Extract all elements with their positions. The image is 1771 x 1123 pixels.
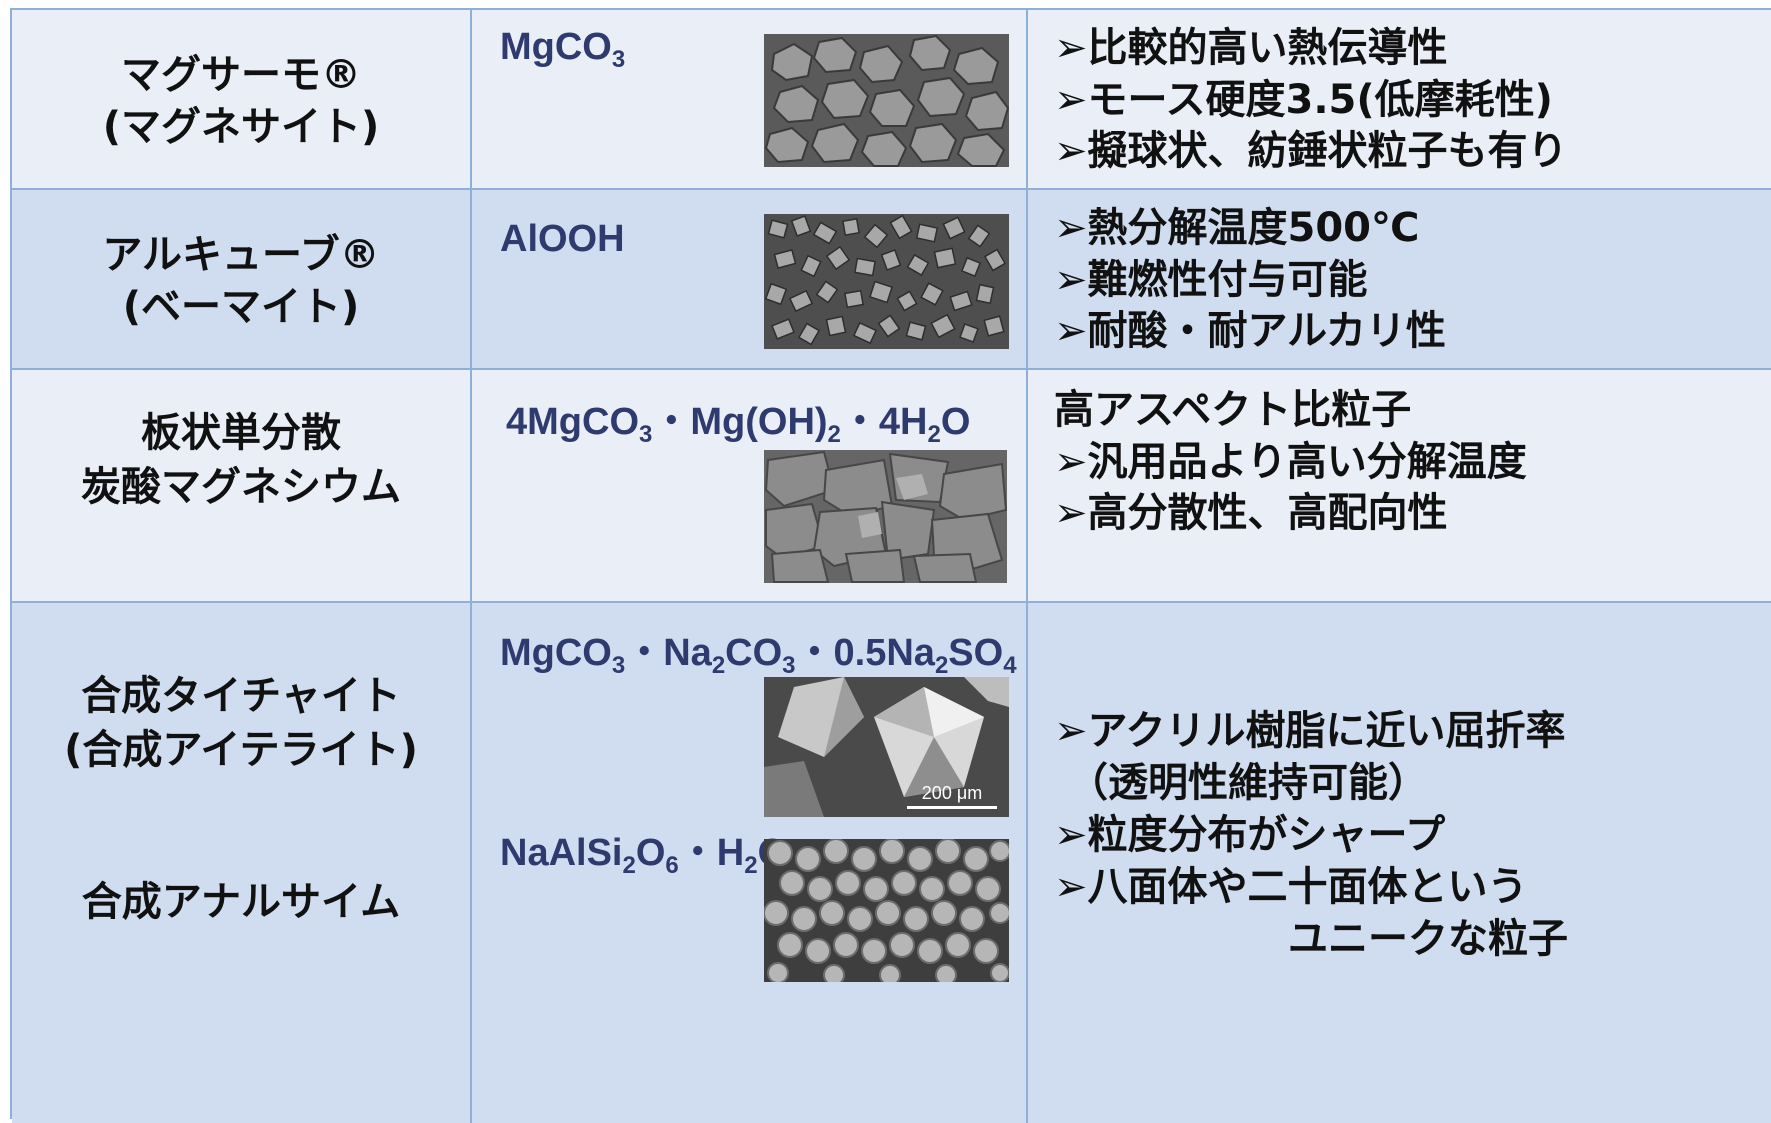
material-name: アルキューブ® [102,232,380,278]
row-magthermo: マグサーモ® (マグネサイト) MgCO3 [12,10,1771,190]
feature-item: ユニークな粒子 [1288,916,1568,962]
material-name: マグサーモ® [121,52,361,98]
material-subname: (ベーマイト) [122,284,360,330]
material-name: 合成アナルサイム [81,879,401,925]
formula-cell: MgCO3・Na2CO3・0.5Na2SO4 200 μm [472,603,1028,1123]
row-synthetic: 合成タイチャイト (合成アイテライト) 合成アナルサイム MgCO3・Na2CO… [12,603,1771,1123]
row-alcube: アルキューブ® (ベーマイト) AlOOH [12,190,1771,370]
formula-cell: MgCO3 [472,10,1028,188]
materials-table: マグサーモ® (マグネサイト) MgCO3 [10,8,1771,1123]
formula-cell: AlOOH [472,190,1028,368]
sem-image-analcime [764,839,1009,982]
name-cell: 板状単分散 炭酸マグネシウム [12,370,472,601]
feature-item: ➢比較的高い熱伝導性 [1054,25,1448,71]
material-name: 合成タイチャイト [81,673,401,719]
chemical-formula: 4MgCO3・Mg(OH)2・4H2O [506,401,971,448]
features-cell: ➢比較的高い熱伝導性 ➢モース硬度3.5(低摩耗性) ➢擬球状、紡錘状粒子も有り [1028,10,1771,188]
chemical-formula: AlOOH [500,218,625,260]
feature-item: ➢高分散性、高配向性 [1054,490,1448,536]
feature-item: ➢熱分解温度500℃ [1054,205,1420,251]
sem-image-plate [764,450,1007,583]
sem-image-svg [764,839,1009,982]
feature-item: ➢モース硬度3.5(低摩耗性) [1054,77,1553,123]
feature-item: ➢アクリル樹脂に近い屈折率 [1054,708,1566,754]
sem-image-svg [764,677,1009,817]
material-subname: (合成アイテライト) [64,727,418,773]
feature-item: ➢粒度分布がシャープ [1054,812,1446,858]
chemical-formula: NaAlSi2O6・H2O [500,832,787,879]
feature-item: ➢擬球状、紡錘状粒子も有り [1054,128,1568,174]
feature-item: ➢八面体や二十面体という [1054,864,1528,910]
feature-item: （透明性維持可能） [1068,760,1428,806]
formula-cell: 4MgCO3・Mg(OH)2・4H2O [472,370,1028,601]
feature-item: ➢耐酸・耐アルカリ性 [1054,308,1446,354]
scale-bar-line [907,806,997,809]
name-cell: マグサーモ® (マグネサイト) [12,10,472,188]
material-subname: 炭酸マグネシウム [81,464,401,510]
sem-image-magnesite [764,34,1009,167]
scale-bar: 200 μm [907,783,997,809]
name-cell: 合成タイチャイト (合成アイテライト) 合成アナルサイム [12,603,472,1123]
chemical-formula: MgCO3・Na2CO3・0.5Na2SO4 [500,632,1017,679]
material-name: 板状単分散 [141,410,341,456]
sem-image-svg [764,450,1007,583]
chemical-formula: MgCO3 [500,26,626,73]
row-plate-mgcarbonate: 板状単分散 炭酸マグネシウム 4MgCO3・Mg(OH)2・4H2O [12,370,1771,603]
feature-item: 高アスペクト比粒子 [1054,387,1412,433]
sem-image-svg [764,34,1009,167]
features-cell: ➢アクリル樹脂に近い屈折率 （透明性維持可能） ➢粒度分布がシャープ ➢八面体や… [1028,603,1771,1123]
features-cell: ➢熱分解温度500℃ ➢難燃性付与可能 ➢耐酸・耐アルカリ性 [1028,190,1771,368]
scale-label: 200 μm [921,783,983,803]
sem-image-boehmite [764,214,1009,349]
name-cell: アルキューブ® (ベーマイト) [12,190,472,368]
sem-image-tychite: 200 μm [764,677,1009,817]
material-subname: (マグネサイト) [102,104,380,150]
sem-image-svg [764,214,1009,349]
feature-item: ➢難燃性付与可能 [1054,257,1368,303]
features-cell: 高アスペクト比粒子 ➢汎用品より高い分解温度 ➢高分散性、高配向性 [1028,370,1771,601]
feature-item: ➢汎用品より高い分解温度 [1054,439,1527,485]
